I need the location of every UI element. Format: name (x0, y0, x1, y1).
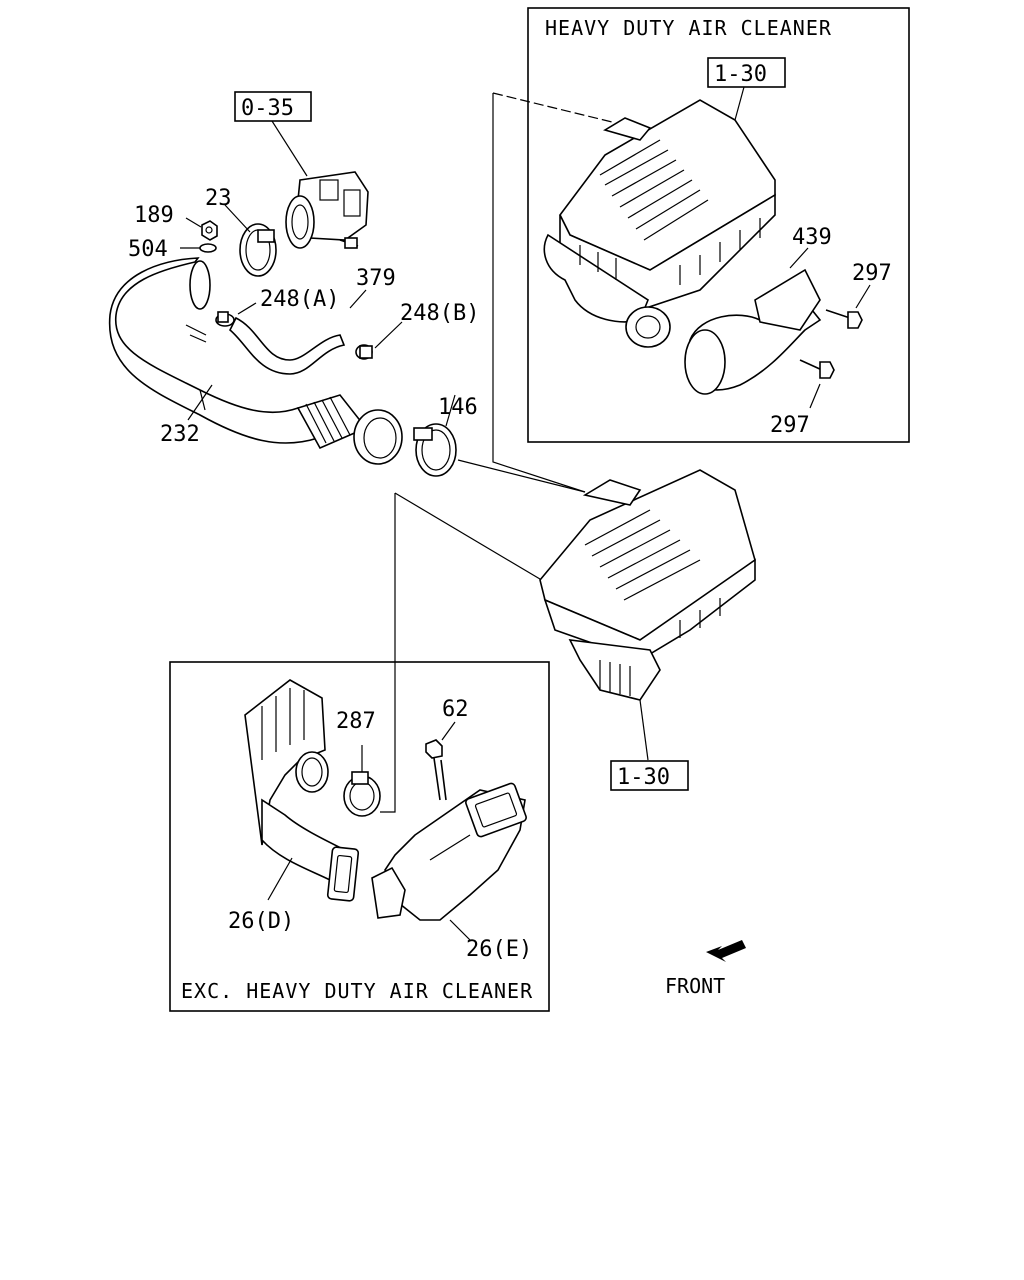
clamp-23 (224, 204, 277, 277)
clamp-248a (215, 302, 257, 327)
duct-26d (244, 679, 360, 902)
ref-air-cleaner-heavy: 1-30 (714, 62, 767, 87)
hose-bellows (296, 394, 368, 450)
exc-heavy-duty-box (169, 661, 550, 1012)
label-297-bottom: 297 (770, 413, 810, 438)
label-26e: 26(E) (466, 937, 532, 962)
label-504: 504 (128, 237, 168, 262)
nut-189 (185, 217, 218, 241)
ref-box-throttle (234, 91, 312, 122)
ref-box-std (610, 760, 689, 791)
label-439: 439 (792, 225, 832, 250)
connector-std-to-inlet (380, 493, 396, 813)
bolt-297-bottom (799, 359, 835, 409)
arrow-front-left-icon (706, 940, 746, 962)
label-62: 62 (442, 697, 469, 722)
clamp-248b (355, 321, 403, 360)
elbow-439 (684, 247, 822, 395)
hose-379 (229, 289, 367, 375)
air-cleaner-heavy (543, 86, 776, 348)
leader-232 (187, 384, 213, 421)
label-379: 379 (356, 266, 396, 291)
bolt-297-top (825, 284, 871, 329)
connector-std-box (394, 492, 546, 583)
label-189: 189 (134, 203, 174, 228)
front-label: FRONT (665, 974, 725, 998)
label-23: 23 (205, 186, 232, 211)
label-232: 232 (160, 422, 200, 447)
connector-clamp-146 (457, 459, 586, 493)
connector-heavy-to-std (492, 93, 586, 493)
washer-504 (180, 243, 217, 253)
duct-26e (371, 782, 527, 941)
heavy-duty-caption: HEAVY DUTY AIR CLEANER (545, 16, 832, 40)
label-248b: 248(B) (400, 301, 479, 326)
connector-heavy-top (492, 92, 613, 123)
ref-air-cleaner-std: 1-30 (617, 765, 670, 790)
exc-heavy-duty-caption: EXC. HEAVY DUTY AIR CLEANER (181, 979, 533, 1003)
bolt-62 (425, 721, 456, 801)
clamp-287 (343, 745, 381, 817)
ref-box-heavy (707, 57, 786, 88)
heavy-duty-box (527, 7, 910, 443)
label-287: 287 (336, 709, 376, 734)
label-146: 146 (438, 395, 478, 420)
ref-throttle-body: 0-35 (241, 96, 294, 121)
label-26d: 26(D) (228, 909, 294, 934)
throttle-body (271, 120, 369, 249)
air-cleaner-std (539, 469, 756, 761)
label-297-top: 297 (852, 261, 892, 286)
clamp-146 (413, 394, 457, 477)
label-248a: 248(A) (260, 287, 339, 312)
intake-hose-232 (108, 257, 403, 465)
